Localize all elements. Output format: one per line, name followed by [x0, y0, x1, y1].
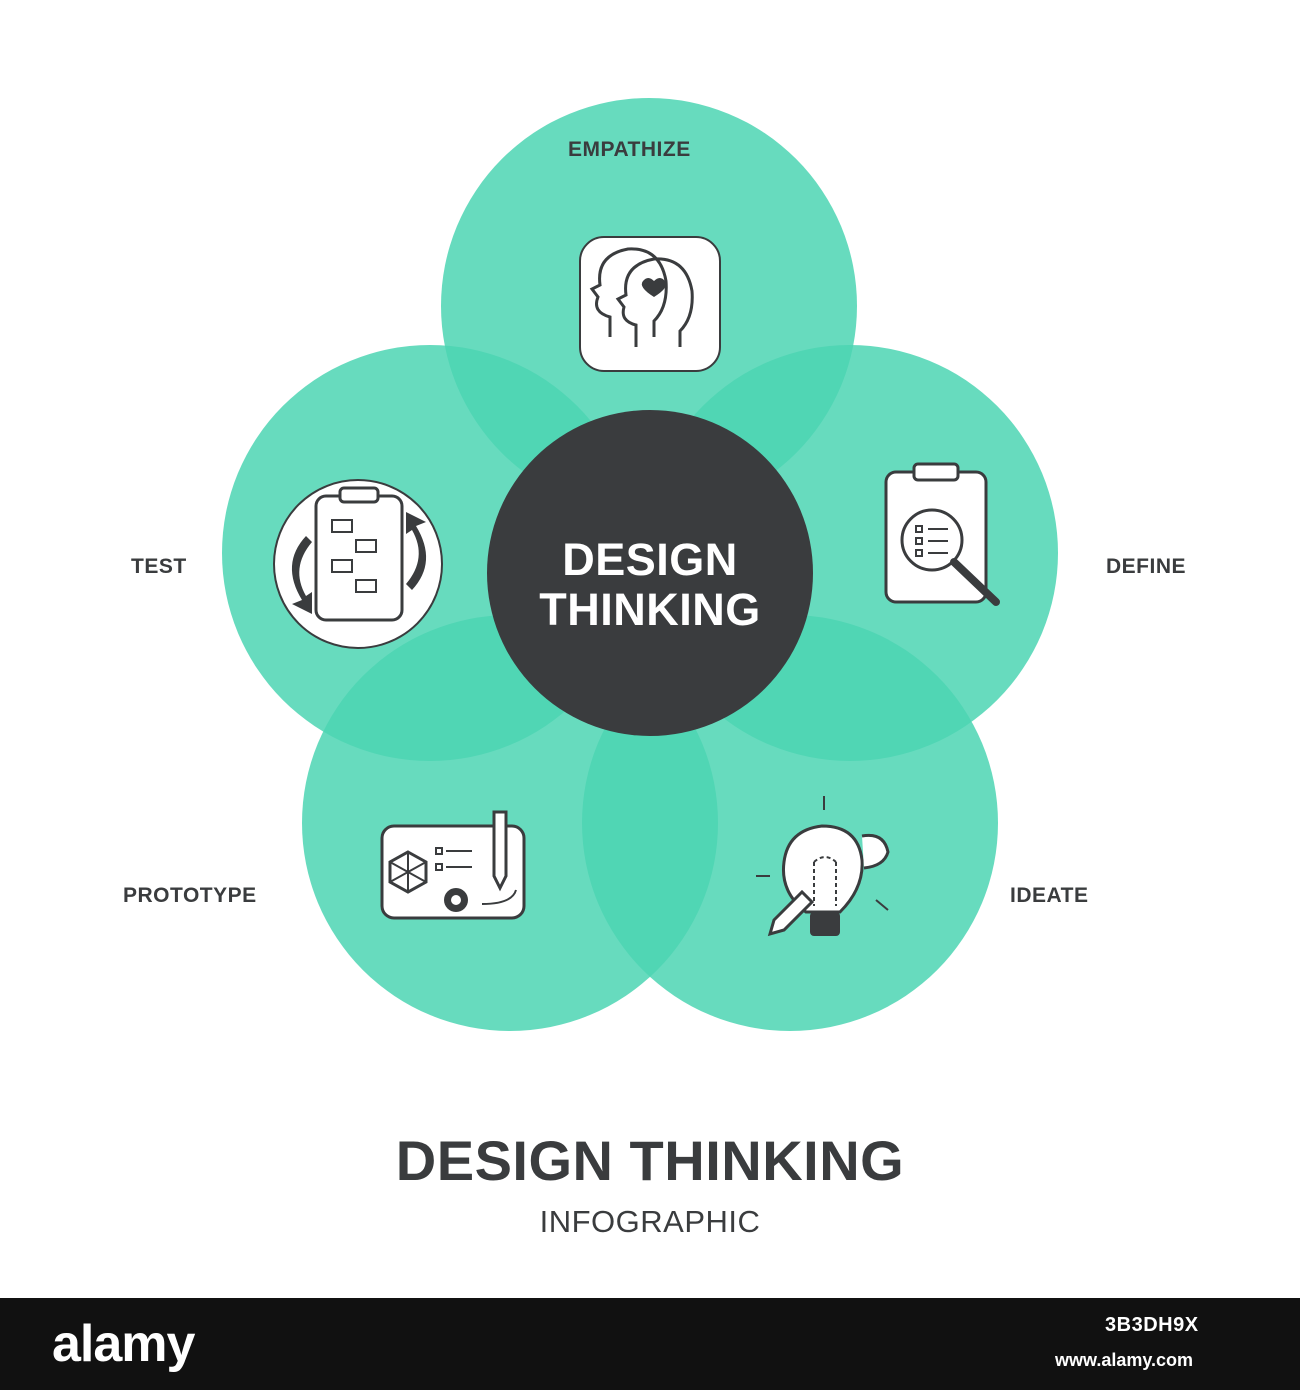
empathy-heads-icon — [579, 236, 721, 372]
clipboard-magnifier-icon — [884, 462, 1000, 606]
footer-subtitle: INFOGRAPHIC — [539, 1204, 761, 1239]
flowchart-cycle-icon — [273, 479, 443, 649]
footer-title: DESIGN THINKING — [395, 1129, 905, 1192]
blueprint-gear-icon — [380, 810, 526, 920]
image-id: 3B3DH9X — [1105, 1314, 1199, 1336]
watermark-bar: alamy 3B3DH9X www.alamy.com — [0, 1298, 1300, 1390]
stage-label-test: TEST — [131, 555, 187, 578]
stage-label-define: DEFINE — [1106, 555, 1187, 578]
center-title-line1: DESIGN — [562, 534, 738, 585]
stage-label-empathize: EMPATHIZE — [568, 138, 691, 161]
stage-label-prototype: PROTOTYPE — [123, 884, 257, 907]
brand-logo: alamy — [52, 1315, 195, 1373]
stage-label-ideate: IDEATE — [1010, 884, 1089, 907]
center-title-line2: THINKING — [539, 584, 761, 635]
lightbulb-pencil-icon — [756, 796, 890, 937]
site-url: www.alamy.com — [1055, 1350, 1194, 1370]
center-circle — [487, 410, 813, 736]
design-thinking-diagram — [222, 98, 1058, 1031]
